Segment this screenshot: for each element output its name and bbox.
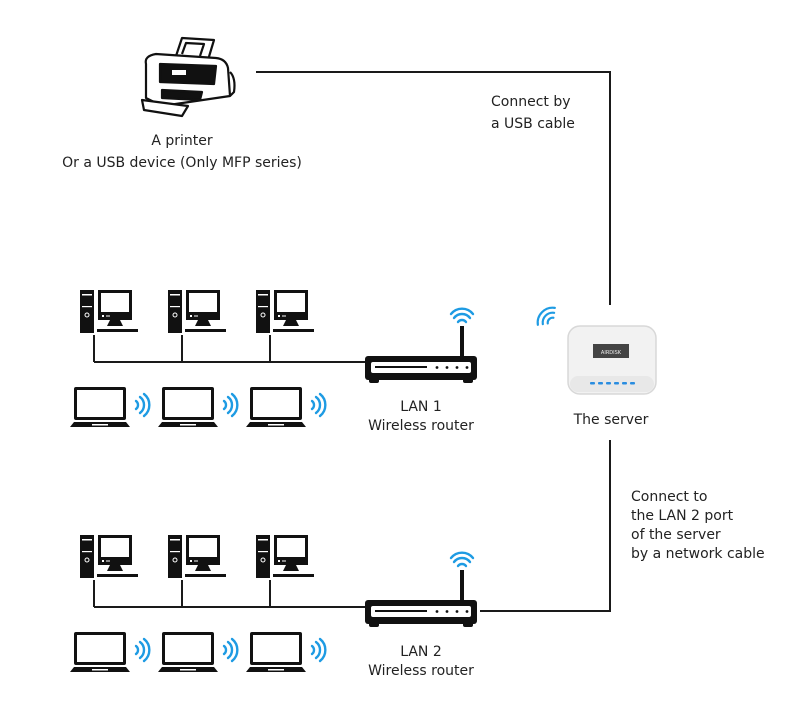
desktop-computer-icon <box>256 290 314 333</box>
keyboard <box>273 574 314 577</box>
network-lan1 <box>70 290 477 427</box>
router-wifi-icon <box>449 307 475 324</box>
laptop-icon <box>246 632 327 672</box>
server-led <box>630 382 635 385</box>
server-icon: AIRDISK <box>567 325 657 395</box>
printer-icon <box>140 36 236 118</box>
server-label: The server <box>573 412 649 428</box>
wireless-signal-icon <box>222 637 239 663</box>
usb-cable-line <box>256 71 611 305</box>
keyboard <box>97 574 138 577</box>
server-led <box>606 382 611 385</box>
keyboard <box>185 329 226 332</box>
server-led <box>590 382 595 385</box>
lan2-link-label-line2: the LAN 2 port <box>631 508 734 524</box>
printer-label-line1: A printer <box>151 133 213 149</box>
tower <box>168 290 182 333</box>
desktop-computer-icon <box>168 290 226 333</box>
desktop-computer-icon <box>80 290 138 333</box>
network-lan2 <box>70 535 477 672</box>
tower <box>80 290 94 333</box>
keyboard <box>273 329 314 332</box>
lan2-link-label-line3: of the server <box>631 527 721 543</box>
desktop-computer-icon <box>256 535 314 578</box>
lan2-link-label-line4: by a network cable <box>631 546 765 562</box>
wireless-signal-icon <box>222 392 239 418</box>
printer-label-line2: Or a USB device (Only MFP series) <box>62 155 302 171</box>
lan2-cable-line <box>480 440 611 612</box>
wireless-router-icon <box>365 551 477 627</box>
antenna <box>460 326 464 357</box>
laptop-icon <box>158 387 239 427</box>
wireless-signal-icon <box>310 392 327 418</box>
tower <box>168 535 182 578</box>
tower <box>256 290 270 333</box>
desktop-computer-icon <box>168 535 226 578</box>
laptop-icon <box>70 632 151 672</box>
wireless-signal-icon <box>134 637 151 663</box>
server-wifi-icon <box>536 306 556 326</box>
keyboard <box>97 329 138 332</box>
usb-link-label-line1: Connect by <box>491 94 571 110</box>
server-led <box>622 382 627 385</box>
laptop-icon <box>70 387 151 427</box>
server-leds <box>590 382 635 385</box>
server-led <box>614 382 619 385</box>
laptop-icon <box>158 632 239 672</box>
server-led <box>598 382 603 385</box>
lan2-router-label-line2: Wireless router <box>368 663 474 679</box>
usb-link-label-line2: a USB cable <box>491 116 575 132</box>
wireless-router-icon <box>365 307 477 383</box>
router-wifi-icon <box>449 551 475 568</box>
lan1-router-label-line2: Wireless router <box>368 418 474 434</box>
keyboard <box>185 574 226 577</box>
desktop-computer-icon <box>80 535 138 578</box>
tower <box>80 535 94 578</box>
server-brand-text: AIRDISK <box>601 350 622 356</box>
laptop-icon <box>246 387 327 427</box>
lan2-router-label-line1: LAN 2 <box>400 644 442 660</box>
wireless-signal-icon <box>310 637 327 663</box>
antenna <box>460 570 464 601</box>
tower <box>256 535 270 578</box>
lan1-router-label-line1: LAN 1 <box>400 399 442 415</box>
lan2-link-label-line1: Connect to <box>631 489 708 505</box>
wireless-signal-icon <box>134 392 151 418</box>
